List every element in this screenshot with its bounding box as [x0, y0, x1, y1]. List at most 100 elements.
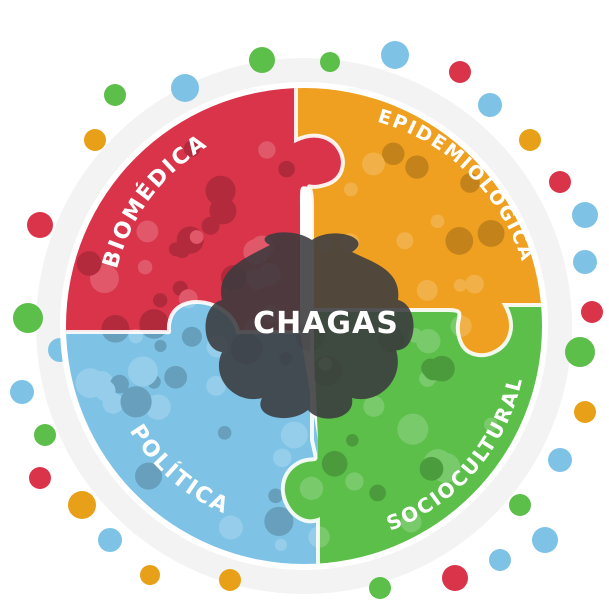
texture-dot [419, 370, 436, 387]
decorative-dot [29, 467, 51, 489]
decorative-dot [532, 527, 558, 553]
decorative-dot [442, 565, 468, 591]
texture-dot [321, 450, 348, 477]
texture-dot [181, 326, 202, 347]
texture-dot [137, 259, 153, 275]
texture-dot [422, 358, 445, 381]
texture-dot [147, 375, 161, 389]
texture-dot [120, 386, 152, 418]
texture-dot [94, 380, 116, 402]
texture-dot [430, 214, 445, 229]
center-title: CHAGAS [253, 306, 399, 341]
texture-dot [136, 220, 159, 243]
texture-dot [127, 356, 158, 387]
decorative-dot [171, 74, 199, 102]
texture-dot [258, 141, 276, 159]
texture-dot [217, 426, 232, 440]
texture-dot [430, 452, 461, 483]
texture-dot [101, 314, 130, 343]
texture-dot [189, 230, 204, 244]
texture-dot [272, 448, 292, 468]
texture-dot [400, 511, 422, 533]
texture-dot [453, 279, 467, 292]
decorative-dots [10, 41, 603, 599]
decorative-dot [549, 171, 571, 193]
texture-dot [218, 515, 243, 540]
decorative-dot [509, 494, 531, 516]
texture-dot [416, 328, 441, 354]
texture-dot [396, 232, 414, 250]
decorative-dot [489, 549, 511, 571]
decorative-dot [34, 424, 56, 446]
texture-dot [201, 216, 220, 235]
texture-dot [154, 339, 167, 353]
texture-dot [268, 488, 283, 504]
decorative-dot [68, 491, 96, 519]
texture-dot [89, 371, 114, 395]
decorative-dot [573, 250, 597, 274]
texture-dot [299, 476, 324, 501]
texture-dot [381, 142, 405, 166]
decorative-dot [478, 93, 502, 117]
texture-dot [145, 394, 171, 420]
texture-dot [172, 280, 188, 296]
texture-dot [139, 309, 169, 339]
texture-dot [419, 456, 444, 481]
decorative-dot [84, 129, 106, 151]
texture-dot [278, 160, 295, 178]
texture-dot [110, 374, 129, 394]
texture-dot [423, 449, 453, 479]
decorative-dot [548, 448, 572, 472]
texture-dot [346, 433, 359, 447]
decorative-dot [574, 401, 596, 423]
decorative-dot [13, 303, 43, 333]
texture-dot [484, 417, 498, 432]
texture-dot [264, 506, 294, 536]
decorative-dot [140, 565, 160, 585]
texture-dot [421, 358, 441, 378]
texture-dot [209, 197, 237, 225]
decorative-dot [27, 212, 53, 238]
texture-dot [416, 279, 438, 301]
decorative-dot [320, 52, 340, 72]
decorative-dot [581, 301, 603, 323]
decorative-dot [565, 337, 595, 367]
texture-dot [168, 242, 183, 257]
decorative-dot [449, 61, 471, 83]
texture-dot [76, 251, 102, 276]
texture-dot [280, 421, 308, 449]
texture-dot [205, 175, 236, 206]
decorative-dot [104, 84, 126, 106]
texture-dot [445, 227, 474, 255]
texture-dot [164, 365, 188, 389]
decorative-dot [10, 380, 34, 404]
texture-dot [450, 315, 472, 337]
center-piece [205, 232, 414, 419]
texture-dot [477, 219, 505, 247]
texture-dot [90, 264, 119, 294]
texture-dot [345, 472, 364, 491]
decorative-dot [249, 47, 275, 73]
texture-dot [274, 538, 287, 551]
texture-dot [369, 484, 386, 502]
texture-dot [363, 395, 385, 417]
decorative-dot [369, 577, 391, 599]
texture-dot [405, 155, 429, 179]
texture-dot [397, 413, 429, 445]
texture-dot [206, 375, 227, 396]
texture-dot [429, 355, 455, 382]
decorative-dot [572, 202, 598, 228]
decorative-dot [98, 528, 122, 552]
texture-dot [344, 182, 358, 197]
texture-dot [173, 240, 191, 259]
decorative-dot [519, 129, 541, 151]
texture-dot [362, 152, 385, 176]
texture-dot [75, 368, 106, 399]
texture-dot [176, 226, 204, 254]
decorative-dot [219, 569, 241, 591]
texture-dot [183, 140, 201, 157]
decorative-dot [381, 41, 409, 69]
texture-dot [460, 173, 480, 193]
texture-dot [135, 462, 163, 490]
